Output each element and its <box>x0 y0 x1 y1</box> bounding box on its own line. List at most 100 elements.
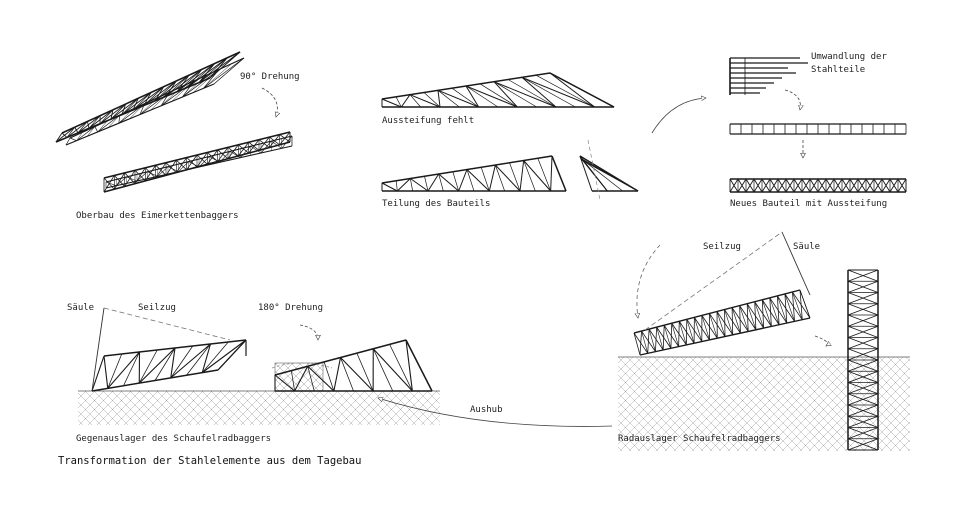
truss-member <box>439 174 459 191</box>
truss-member <box>489 165 495 191</box>
truss-member <box>108 354 122 388</box>
truss-member <box>732 308 733 335</box>
truss-member <box>664 325 671 348</box>
truss-member <box>341 358 354 392</box>
truss-member <box>104 356 108 388</box>
truss-member <box>520 161 524 192</box>
plates-down-arrow-icon <box>785 90 800 110</box>
truss-member <box>428 174 439 191</box>
truss-member <box>538 158 551 191</box>
truss-member <box>341 358 374 392</box>
truss-member <box>679 321 680 346</box>
truss-radauslager <box>634 290 810 355</box>
oberbau-truss-upper-a <box>56 52 240 142</box>
truss-member <box>373 349 393 391</box>
truss-member <box>649 329 655 352</box>
truss-member <box>459 170 467 192</box>
truss-member <box>406 340 432 391</box>
label-radauslager: Radauslager Schaufelradbaggers <box>618 434 781 445</box>
truss-member <box>70 138 77 141</box>
truss-member <box>106 182 116 186</box>
truss-member <box>747 304 748 332</box>
truss-member <box>702 315 710 339</box>
label-seilzug-right: Seilzug <box>703 242 741 253</box>
label-90-drehung: 90° Drehung <box>240 72 300 83</box>
ground-left <box>78 391 440 425</box>
truss-member <box>552 156 566 191</box>
truss-member <box>679 321 686 345</box>
truss-member <box>657 327 664 350</box>
label-seilzug-left: Seilzug <box>138 303 176 314</box>
truss-member <box>218 340 246 370</box>
truss-member <box>124 352 140 386</box>
truss-member <box>642 331 648 353</box>
label-aushub: Aushub <box>470 405 503 416</box>
truss-member <box>709 313 717 338</box>
truss-member <box>522 77 595 107</box>
label-180-drehung: 180° Drehung <box>258 303 323 314</box>
label-gegenauslager: Gegenauslager des Schaufelradbaggers <box>76 434 271 445</box>
truss-member <box>494 82 556 107</box>
truss-member <box>717 312 725 337</box>
label-aussteifung-fehlt: Aussteifung fehlt <box>382 116 474 127</box>
truss-member <box>438 90 459 107</box>
truss-member <box>640 331 642 355</box>
truss-aussteifung-fehlt <box>382 73 614 107</box>
transform-arrow-icon <box>652 98 706 133</box>
truss-member <box>524 161 551 192</box>
truss-member <box>551 156 552 191</box>
label-teilung: Teilung des Bauteils <box>382 199 490 210</box>
truss-member <box>424 93 440 108</box>
rotate-90-arrow-icon <box>262 88 277 117</box>
truss-member <box>580 156 638 191</box>
truss-member <box>410 95 440 107</box>
truss-member <box>373 349 412 391</box>
truss-member <box>508 80 556 108</box>
label-umwandlung-2: Stahlteile <box>811 65 865 76</box>
strip-neues-bauteil <box>730 179 906 192</box>
truss-member <box>550 73 595 107</box>
hatched-block <box>275 363 323 391</box>
truss-member <box>466 86 479 107</box>
truss-member <box>334 358 341 392</box>
lift-arc-arrow-icon <box>637 245 660 318</box>
oberbau-truss-lower-a <box>104 132 290 192</box>
truss-member <box>672 323 679 346</box>
truss-member <box>740 306 749 332</box>
truss-member <box>725 310 733 335</box>
saeule-left-line <box>92 308 104 391</box>
truss-member <box>495 165 504 191</box>
truss-member <box>495 165 520 191</box>
truss-member <box>92 356 104 391</box>
truss-member <box>687 319 694 343</box>
truss-member <box>382 99 401 107</box>
steel-plates-icon <box>730 58 808 95</box>
truss-member <box>581 159 607 191</box>
truss-member <box>108 352 140 388</box>
truss-member <box>663 325 664 350</box>
truss-member <box>510 163 521 191</box>
truss-member <box>522 77 556 107</box>
label-saeule-right: Säule <box>793 242 820 253</box>
truss-member <box>187 344 211 375</box>
truss-member <box>168 167 178 172</box>
truss-member <box>694 317 701 341</box>
truss-member <box>581 159 622 191</box>
truss-member <box>671 323 672 348</box>
figure-caption: Transformation der Stahlelemente aus dem… <box>58 455 361 467</box>
truss-member <box>438 90 440 107</box>
label-saeule-left: Säule <box>67 303 94 314</box>
truss-member <box>139 350 157 383</box>
tower-arrow-icon <box>815 336 828 346</box>
truss-member <box>494 82 537 107</box>
truss-member <box>95 127 98 132</box>
truss-member <box>357 353 373 391</box>
truss-member <box>171 348 175 378</box>
truss-member <box>732 308 740 334</box>
truss-member <box>396 181 397 191</box>
truss-member <box>634 333 640 355</box>
truss-teilung-main <box>382 156 566 191</box>
label-neues-bauteil: Neues Bauteil mit Aussteifung <box>730 199 887 210</box>
truss-member <box>524 161 536 192</box>
label-oberbau: Oberbau des Eimerkettenbaggers <box>76 211 239 222</box>
